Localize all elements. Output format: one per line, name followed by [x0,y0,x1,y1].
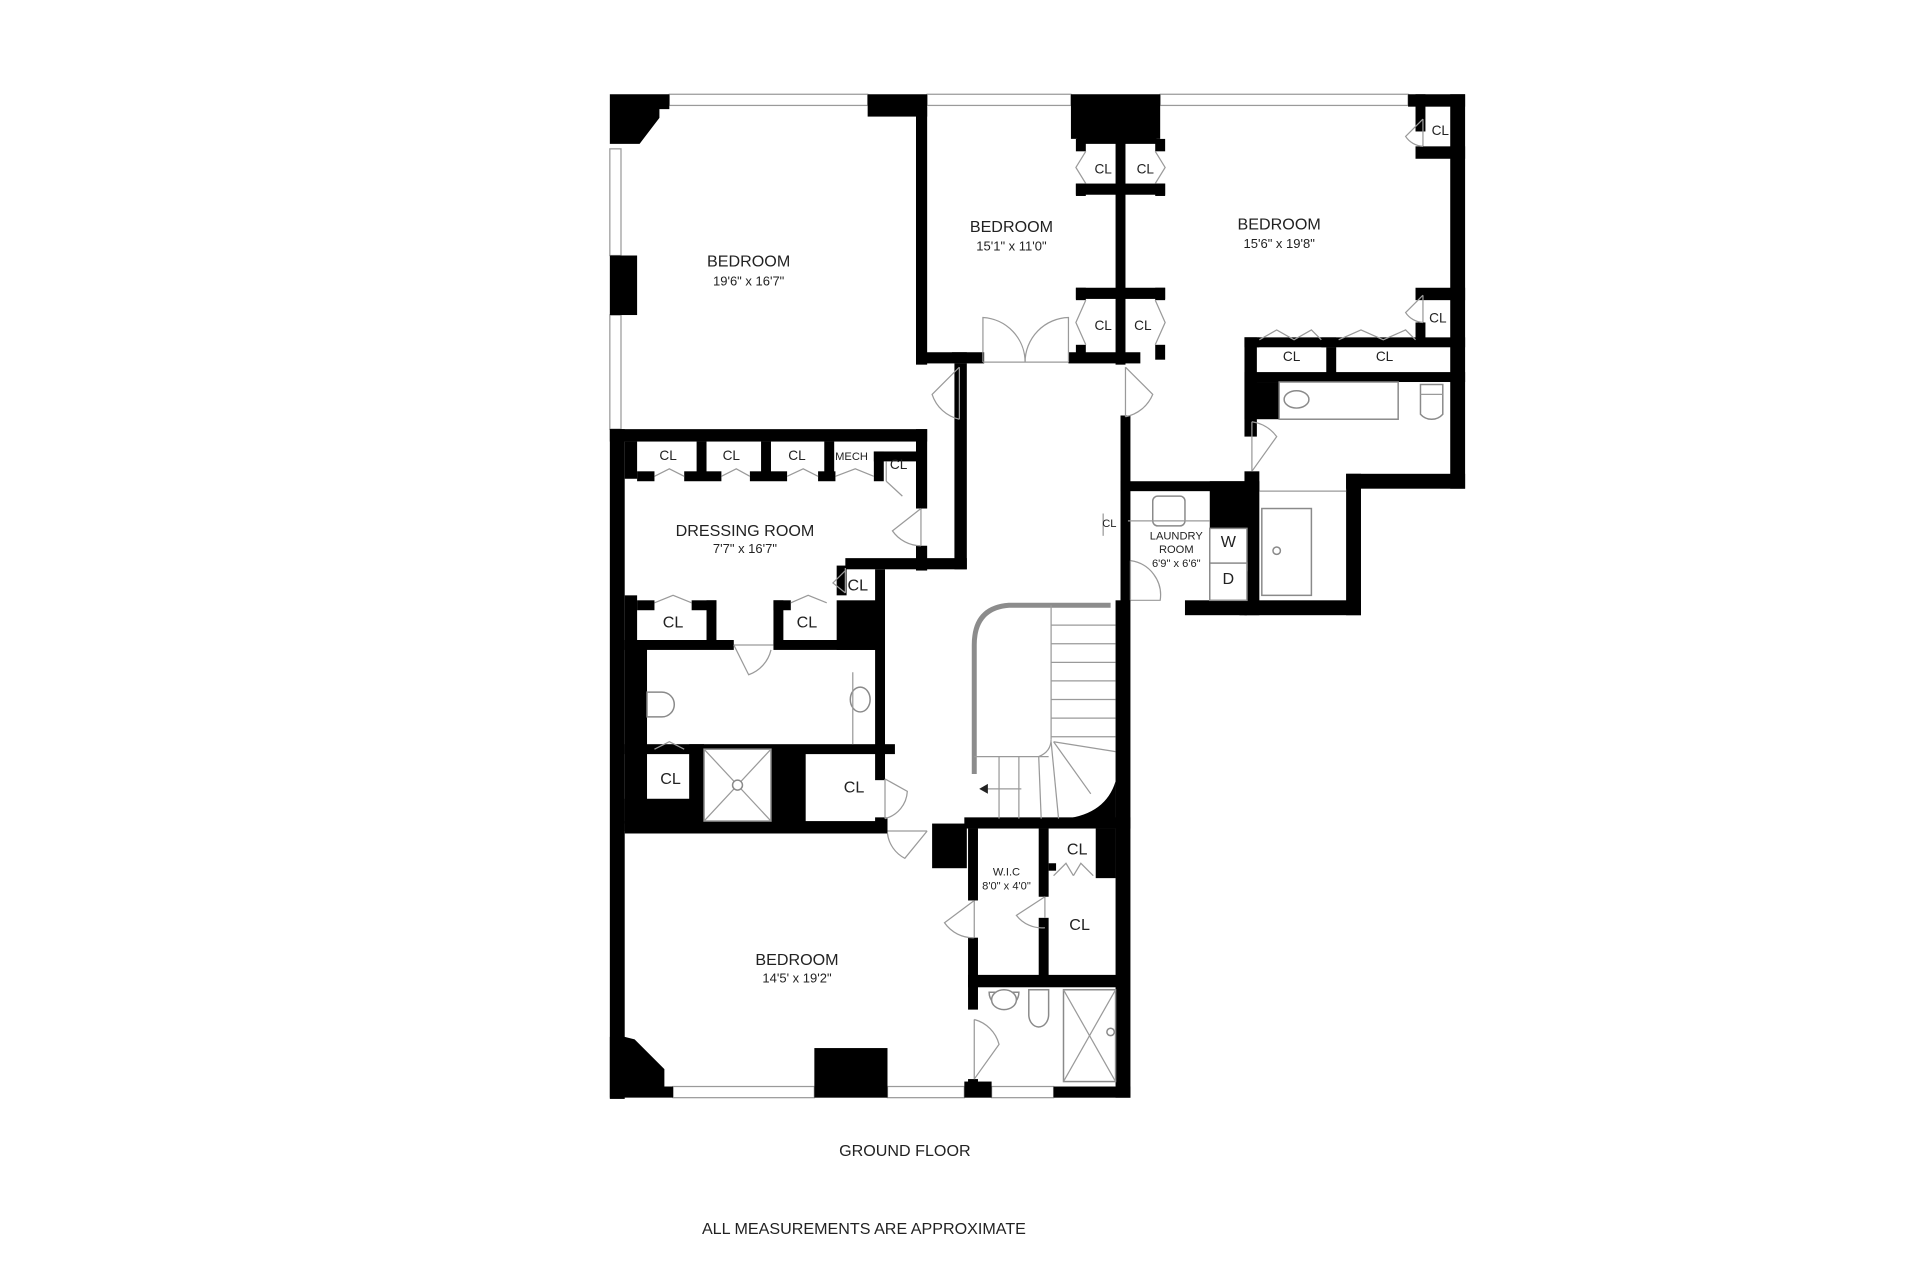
mech-label: MECH [835,451,868,463]
closet-label: CL [1067,841,1088,859]
dryer-label: D [1223,570,1235,588]
closet-label: CL [1094,318,1112,333]
disclaimer: ALL MEASUREMENTS ARE APPROXIMATE [702,1220,1026,1238]
room-name-laundry: LAUNDRY [1150,531,1204,543]
room-name-bedroom-2: BEDROOM [970,218,1053,236]
doors [654,118,1424,1080]
closet-label: CL [1069,916,1090,934]
closet-label: CL [1094,162,1112,177]
room-name-bedroom-1: BEDROOM [707,253,790,271]
closet-label: CL [844,779,865,797]
closet-label: CL [1283,349,1301,364]
closet-labels: CL CL CL CL CL CL CL CL CL CL CL MECH CL… [659,123,1449,934]
room-name-laundry-2: ROOM [1159,544,1194,556]
closet-label: CL [1429,310,1447,325]
exterior-walls [609,93,1466,1099]
fixtures [646,381,1444,1083]
closet-label: CL [1137,162,1155,177]
room-labels: BEDROOM 19'6" x 16'7" BEDROOM 15'1" x 11… [676,215,1321,985]
room-dims-dressing-room: 7'7" x 16'7" [713,541,777,556]
closet-label: CL [788,448,806,463]
closet-label: CL [890,457,908,472]
room-dims-bedroom-1: 19'6" x 16'7" [713,273,785,288]
room-name-bedroom-4: BEDROOM [755,951,838,969]
closet-label: CL [847,576,868,594]
room-name-dressing-room: DRESSING ROOM [676,522,815,540]
washer-label: W [1221,533,1237,551]
room-dims-bedroom-3: 15'6" x 19'8" [1244,236,1316,251]
closet-label: CL [660,770,681,788]
room-name-wic: W.I.C [993,867,1020,879]
closet-label: CL [1376,349,1394,364]
closet-label: CL [1432,123,1450,138]
staircase [971,602,1116,819]
room-dims-bedroom-4: 14'5' x 19'2" [762,970,832,985]
floor-label: GROUND FLOOR [839,1142,971,1160]
closet-label: CL [659,448,677,463]
room-dims-wic: 8'0" x 4'0" [982,880,1031,892]
closet-label: CL [723,448,741,463]
room-dims-laundry: 6'9" x 6'6" [1152,558,1201,570]
closet-label: CL [1134,318,1152,333]
closet-label: CL [663,614,684,632]
room-dims-bedroom-2: 15'1" x 11'0" [976,239,1047,254]
room-name-bedroom-3: BEDROOM [1238,215,1321,233]
closet-label: CL [1102,518,1116,530]
interior-walls [609,94,1466,1094]
closet-label: CL [797,614,818,632]
